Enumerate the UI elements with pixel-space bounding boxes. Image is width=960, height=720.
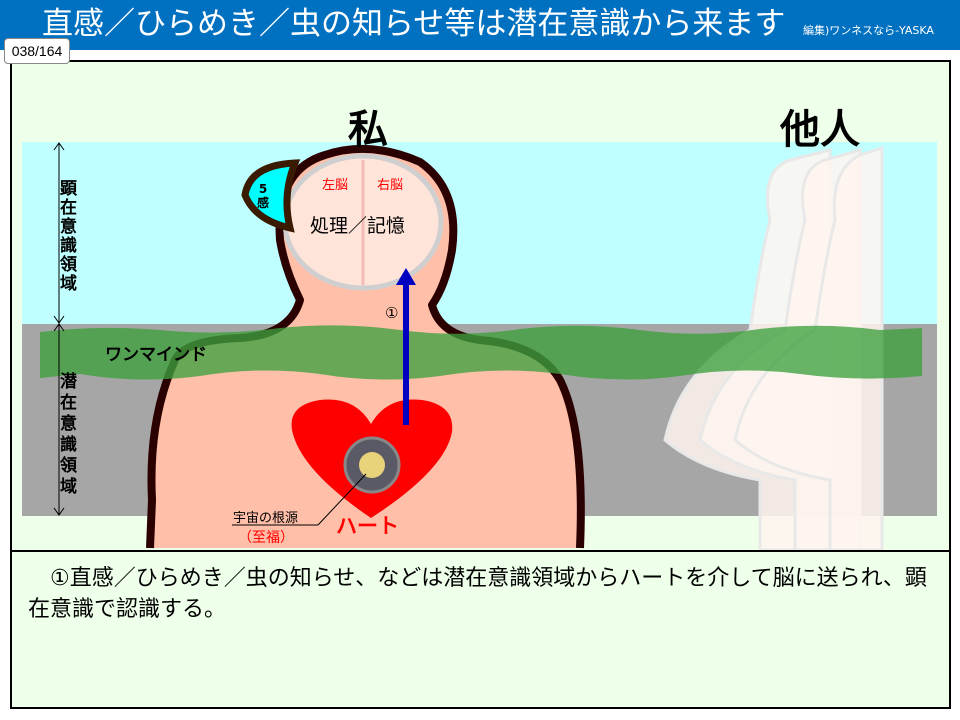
slide-title: 直感／ひらめき／虫の知らせ等は潜在意識から来ます — [42, 6, 786, 42]
heart-label: ハート — [336, 514, 399, 538]
up-arrow-head — [396, 268, 416, 285]
credit-text: 編集)ワンネスなら-YASKA — [803, 24, 934, 37]
left-brain-label: 左脳 — [322, 178, 348, 193]
conscious-region-label: 顕在意識領域 — [60, 179, 77, 294]
divider — [10, 550, 951, 552]
slide-number: 038/164 — [4, 38, 70, 64]
brain-function-label: 処理／記憶 — [310, 215, 405, 237]
cosmic-source-label: 宇宙の根源 — [233, 511, 298, 526]
right-brain-label: 右脳 — [377, 178, 403, 193]
subconscious-region-label: 潜在意識領域 — [60, 372, 77, 497]
step-marker: ① — [385, 304, 398, 322]
others-label: 他人 — [779, 107, 860, 153]
bliss-label: （至福） — [238, 530, 294, 546]
title-bar: 直感／ひらめき／虫の知らせ等は潜在意識から来ます 編集)ワンネスなら-YASKA — [0, 0, 960, 50]
one-mind-label: ワンマインド — [105, 345, 207, 365]
self-label: 私 — [348, 107, 388, 153]
region-arrows — [53, 142, 65, 516]
cosmic-source-glow — [359, 452, 385, 478]
caption-text: ①直感／ひらめき／虫の知らせ、などは潜在意識領域からハートを介して脳に送られ、顕… — [28, 566, 927, 622]
five-senses-label: 5感 — [256, 182, 269, 210]
pointer-line — [317, 473, 367, 526]
one-mind-band — [40, 325, 922, 380]
five-senses-shape — [241, 159, 301, 233]
